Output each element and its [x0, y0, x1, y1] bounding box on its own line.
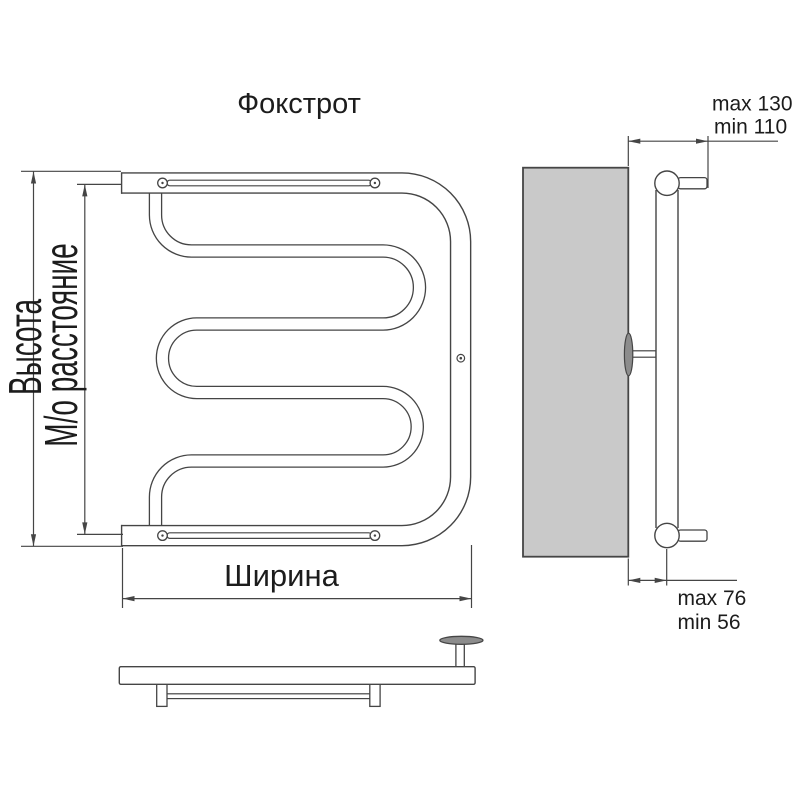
bottom-offset-min-label: min 56	[678, 611, 741, 634]
side-view	[522, 166, 708, 558]
arrowhead-down	[30, 534, 37, 547]
plan-mounting-rail	[166, 693, 372, 700]
arrowhead-down	[82, 522, 88, 535]
wall-bracket-flange	[623, 332, 634, 377]
top-offset-min-label: min 110	[714, 116, 787, 139]
bottom-offset-max-label: max 76	[678, 587, 747, 610]
front-view	[120, 172, 472, 547]
dimension-width	[121, 545, 473, 608]
top-offset-max-label: max 130	[712, 93, 793, 116]
width-label: Ширина	[224, 558, 339, 593]
arrowhead-right	[654, 577, 667, 583]
top-mounting-rail	[157, 177, 381, 189]
wall	[522, 166, 630, 558]
top-connector-stub	[677, 176, 708, 190]
top-pipe-end	[654, 170, 680, 197]
mo-distance-label: М/о расстояние	[36, 243, 88, 446]
air-vent	[456, 353, 466, 363]
arrowhead-right	[459, 596, 472, 602]
outer-frame-pipe	[120, 172, 472, 547]
dimension-top-offset	[627, 136, 778, 188]
bottom-connector-stub	[677, 529, 708, 542]
bottom-pipe-end	[654, 522, 680, 549]
dimension-mo-distance	[77, 183, 123, 536]
wall-bracket-stem	[628, 350, 657, 358]
arrowhead-left	[122, 596, 135, 602]
arrowhead-up	[82, 184, 88, 197]
plan-main-bar	[118, 666, 476, 686]
s-shaped-tube	[148, 181, 427, 538]
plan-bracket-stem-right	[369, 683, 381, 708]
arrowhead-right	[696, 138, 708, 144]
bottom-mounting-rail	[157, 530, 381, 542]
dimension-bottom-offset	[627, 549, 737, 586]
drawing-title: Фокстрот	[237, 88, 361, 120]
arrowhead-left	[628, 577, 641, 583]
plan-flange-disc	[439, 635, 484, 645]
arrowhead-left	[628, 138, 641, 144]
dimension-height	[21, 170, 123, 547]
plan-view	[118, 635, 484, 708]
height-label: Высота	[0, 298, 52, 395]
arrowhead-up	[30, 171, 37, 184]
plan-flange-stem	[455, 640, 465, 669]
plan-bracket-stem-left	[156, 683, 168, 708]
